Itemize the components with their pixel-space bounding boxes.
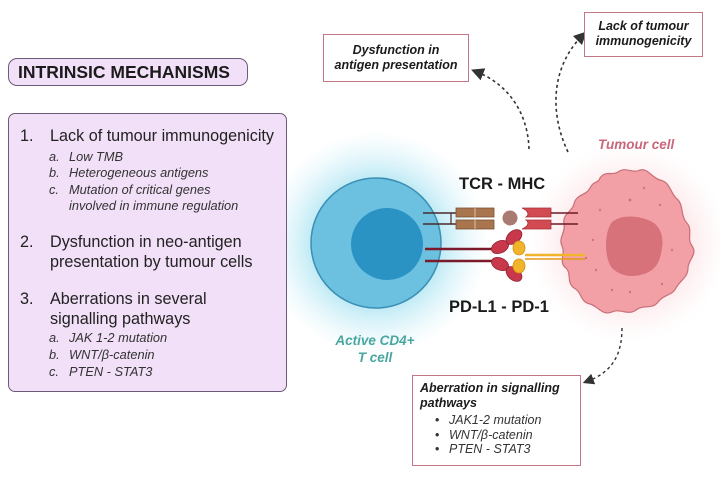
tumour-cell-granules (584, 186, 674, 294)
item-text: Lack of tumour immunogenicity (50, 127, 275, 145)
subitem-text: Mutation of critical genes (69, 182, 211, 197)
antigen-peptide (502, 210, 518, 226)
subitem-letter: a. (49, 149, 60, 164)
subitem-text: involved in immune regulation (69, 198, 239, 213)
bullet-icon: • (435, 413, 440, 427)
label-t-cell: Active CD4+ T cell (326, 332, 424, 366)
subitem-letter: c. (49, 182, 59, 197)
callout-line: antigen presentation (334, 58, 458, 72)
item-number: 2. (20, 233, 34, 251)
callout-title-line: pathways (420, 395, 477, 410)
callout-antigen-presentation: Dysfunction in antigen presentation (323, 34, 469, 82)
callout-bullet-list: • JAK1-2 mutation • WNT/β-catenin • PTEN - … (435, 413, 541, 457)
label-pdl1-pd1: PD-L1 - PD-1 (449, 298, 549, 316)
callout-immunogenicity: Lack of tumour immunogenicity (584, 12, 703, 57)
mhc-receptor (521, 207, 578, 230)
bullet-item: • PTEN - STAT3 (435, 442, 541, 457)
bullet-icon: • (435, 442, 440, 456)
label-tumour-cell: Tumour cell (598, 137, 675, 152)
t-cell-nucleus (351, 208, 423, 280)
bullet-text: WNT/β-catenin (449, 427, 533, 442)
bullet-text: PTEN - STAT3 (449, 442, 531, 456)
subitem-letter: c. (49, 364, 59, 379)
label-t-cell-line: T cell (357, 350, 393, 365)
subitem-text: Low TMB (69, 149, 124, 164)
tumour-cell-nucleus (606, 216, 663, 276)
item-text: Dysfunction in neo-antigen (50, 233, 242, 251)
arrow-to-signalling (582, 327, 623, 385)
label-tcr-mhc: TCR - MHC (459, 175, 546, 193)
item-text: Aberrations in several (50, 290, 207, 308)
callout-title-line: Aberration in signalling (420, 381, 560, 395)
pd-1-receptor (512, 240, 585, 274)
callout-line: Lack of tumour (598, 19, 689, 33)
subitem-text: JAK 1-2 mutation (69, 330, 168, 345)
subitem-letter: b. (49, 347, 60, 362)
callout-signalling: Aberration in signalling pathways • JAK1-… (412, 375, 581, 466)
label-t-cell-line: Active CD4+ (335, 333, 415, 348)
subitem-letter: b. (49, 165, 60, 180)
bullet-text: JAK1-2 mutation (449, 413, 542, 427)
subitem-text: PTEN - STAT3 (69, 364, 153, 379)
bullet-item: • JAK1-2 mutation (435, 413, 541, 428)
t-cell (310, 177, 442, 309)
title-text: INTRINSIC MECHANISMS (18, 62, 230, 82)
subitem-text: WNT/β-catenin (69, 347, 155, 362)
item-number: 1. (20, 127, 34, 145)
tcr-receptor (423, 207, 495, 230)
subitem-letter: a. (49, 330, 60, 345)
callout-line: Dysfunction in (352, 43, 440, 57)
item-number: 3. (20, 290, 34, 308)
intrinsic-mechanisms-title: INTRINSIC MECHANISMS (8, 58, 248, 86)
callout-line: immunogenicity (595, 34, 692, 48)
arrow-to-immunogenicity (555, 31, 587, 153)
mechanisms-list-box: 1. Lack of tumour immunogenicity a. Low … (8, 113, 287, 392)
item-text: signalling pathways (50, 310, 191, 328)
bullet-item: • WNT/β-catenin (435, 428, 541, 443)
arrow-to-antigen-presentation (471, 68, 530, 150)
item-text: presentation by tumour cells (50, 253, 253, 271)
callout-title: Aberration in signalling pathways (420, 381, 560, 410)
bullet-icon: • (435, 427, 440, 442)
tumour-cell (560, 169, 695, 314)
subitem-text: Heterogeneous antigens (69, 165, 209, 180)
